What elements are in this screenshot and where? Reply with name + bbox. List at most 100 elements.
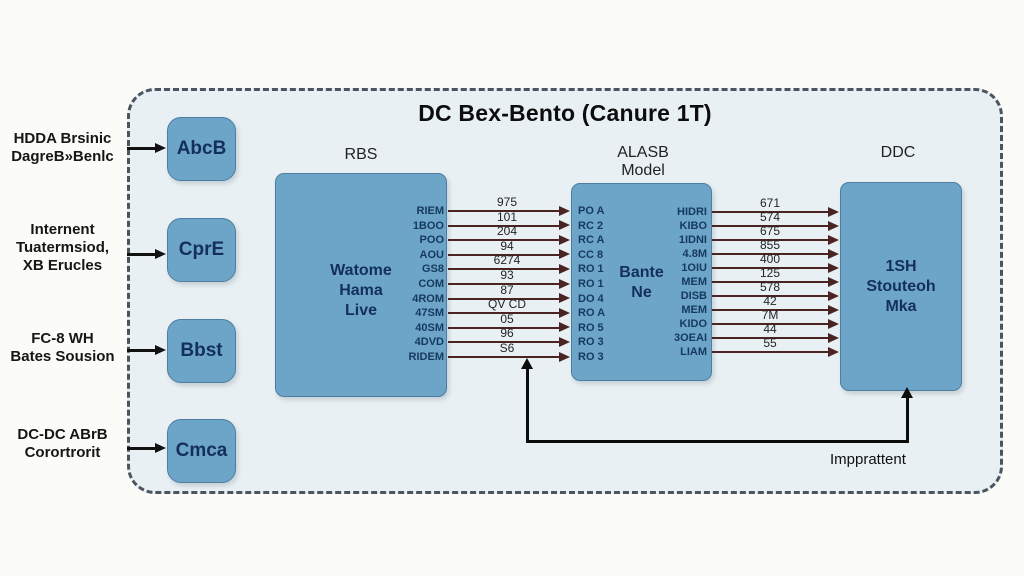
flow1-from-label: 4ROM: [412, 292, 444, 305]
flow1-to-label: DO 4: [578, 292, 604, 305]
node-ish-line3: Mka: [885, 298, 917, 315]
flow1-to-label: CC 8: [578, 248, 604, 261]
flow1-arrow-line: [448, 210, 560, 212]
right-arrow-icon: [559, 278, 570, 289]
node-ish-stouteoh-mka: 1SH Stouteoh Mka: [840, 182, 962, 391]
flow2-arrow-line: [712, 309, 828, 311]
flow1-arrow-line: [448, 312, 560, 315]
header-rbs: RBS: [344, 146, 378, 163]
flow2-from-label: HIDRI: [677, 206, 707, 218]
header-alasb: ALASB Model: [573, 144, 713, 180]
flow2-from-label: 3OEAI: [673, 332, 707, 344]
flow2-arrow-value: 42: [763, 294, 777, 308]
flow1-arrow-line: [448, 283, 560, 285]
left-label-1-line1: HDDA Brsinic: [13, 130, 112, 147]
right-arrow-icon: [559, 220, 570, 231]
input-arrow-line-1: [127, 147, 157, 150]
left-label-3: FC-8 WH Bates Sousion: [0, 330, 125, 366]
flow1-from-label: POO: [419, 234, 444, 247]
right-arrow-icon: [559, 293, 570, 304]
flow2-from-label: 1IDNI: [678, 234, 707, 246]
flow1-from-label: RIEM: [416, 205, 445, 217]
header-ddc: DDC: [880, 144, 916, 161]
node-bbst-label: Bbst: [180, 340, 223, 361]
right-arrow-icon: [559, 307, 570, 318]
flow2-arrow-value: 671: [759, 196, 781, 210]
flow1-from-label: 40SM: [415, 321, 444, 334]
node-bbst: Bbst: [167, 319, 236, 383]
flow1-to-label: RO 1: [578, 263, 604, 276]
right-arrow-icon: [559, 263, 570, 274]
node-watome-hama-live: Watome Hama Live: [275, 173, 447, 397]
right-arrow-icon: [559, 351, 570, 362]
flow2-from-label: 4.8M: [682, 248, 707, 260]
flow2-from-label: KIDO: [679, 318, 708, 330]
feedback-label: Impprattent: [830, 451, 906, 468]
flow1-arrow-line: [448, 268, 560, 271]
right-arrow-icon: [155, 345, 166, 355]
input-arrow-line-2: [127, 253, 157, 256]
right-arrow-icon: [828, 206, 839, 217]
flow1-arrow-line: [448, 297, 560, 300]
flow1-arrow-value: 975: [496, 195, 518, 209]
flow2-arrow-value: 574: [759, 210, 781, 224]
left-label-4-line2: Corortrorit: [24, 444, 101, 461]
node-bante-label: Bante Ne: [572, 263, 711, 303]
flow1-to-label: RO 5: [578, 321, 604, 334]
right-arrow-icon: [828, 262, 839, 273]
flow1-to-label: PO A: [578, 205, 605, 217]
flow2-arrow-value: 855: [759, 238, 781, 252]
left-label-2-line2: Tuatermsiod,: [15, 239, 110, 256]
flow1-to-label: RO 3: [578, 336, 604, 349]
right-arrow-icon: [828, 332, 839, 343]
flow1-from-label: 1BOO: [412, 219, 444, 232]
feedback-horizontal: [526, 440, 909, 443]
flow2-arrow-value: 55: [763, 336, 777, 350]
feedback-vertical-left: [526, 368, 529, 443]
node-watome-line2: Hama: [339, 282, 383, 299]
node-abcb-label: AbcB: [176, 138, 227, 159]
flow1-arrow-line: [448, 239, 560, 242]
left-label-4: DC-DC ABrB Corortrorit: [0, 426, 125, 462]
header-alasb-line1: ALASB: [617, 144, 669, 161]
flow2-from-label: MEM: [681, 276, 707, 288]
flow2-arrow-line: [712, 351, 828, 353]
flow2-arrow-line: [712, 267, 828, 269]
header-alasb-line2: Model: [621, 162, 665, 179]
left-label-2-line1: Internent: [30, 221, 95, 238]
right-arrow-icon: [828, 234, 839, 245]
left-label-4-line1: DC-DC ABrB: [17, 426, 108, 443]
node-cmca-label: Cmca: [175, 440, 228, 461]
flow2-arrow-value: 125: [759, 266, 781, 280]
right-arrow-icon: [828, 318, 839, 329]
right-arrow-icon: [559, 322, 570, 333]
right-arrow-icon: [828, 304, 839, 315]
right-arrow-icon: [828, 248, 839, 259]
right-arrow-icon: [559, 249, 570, 260]
right-arrow-icon: [828, 346, 839, 357]
node-watome-label: Watome Hama Live: [276, 261, 446, 321]
flow2-arrow-line: [712, 239, 828, 241]
flow1-arrow-value: 96: [500, 326, 514, 341]
node-ish-line1: 1SH: [885, 258, 917, 275]
right-arrow-icon: [559, 205, 570, 216]
flow1-from-label: GS8: [421, 263, 444, 276]
node-abcb: AbcB: [167, 117, 236, 181]
node-cmca: Cmca: [167, 419, 236, 483]
node-cpre: CprE: [167, 218, 236, 282]
left-label-2: Internent Tuatermsiod, XB Erucles: [0, 221, 125, 275]
up-arrow-icon: [521, 358, 533, 369]
flow2-arrow-value: 400: [759, 252, 781, 266]
diagram-title: DC Bex-Bento (Canure 1T): [418, 100, 712, 126]
flow1-to-label: RC A: [578, 234, 605, 247]
flow2-arrow-value: 675: [759, 224, 781, 238]
flow1-arrow-value: QV CD: [487, 297, 526, 312]
flow2-arrow-line: [712, 253, 828, 255]
node-bante-line1: Bante: [619, 264, 664, 281]
flow1-to-label: RC 2: [578, 219, 604, 232]
left-label-3-line2: Bates Sousion: [10, 348, 115, 365]
flow1-arrow-value: 87: [500, 282, 514, 297]
flow2-arrow-value: 44: [763, 322, 777, 336]
right-arrow-icon: [828, 276, 839, 287]
